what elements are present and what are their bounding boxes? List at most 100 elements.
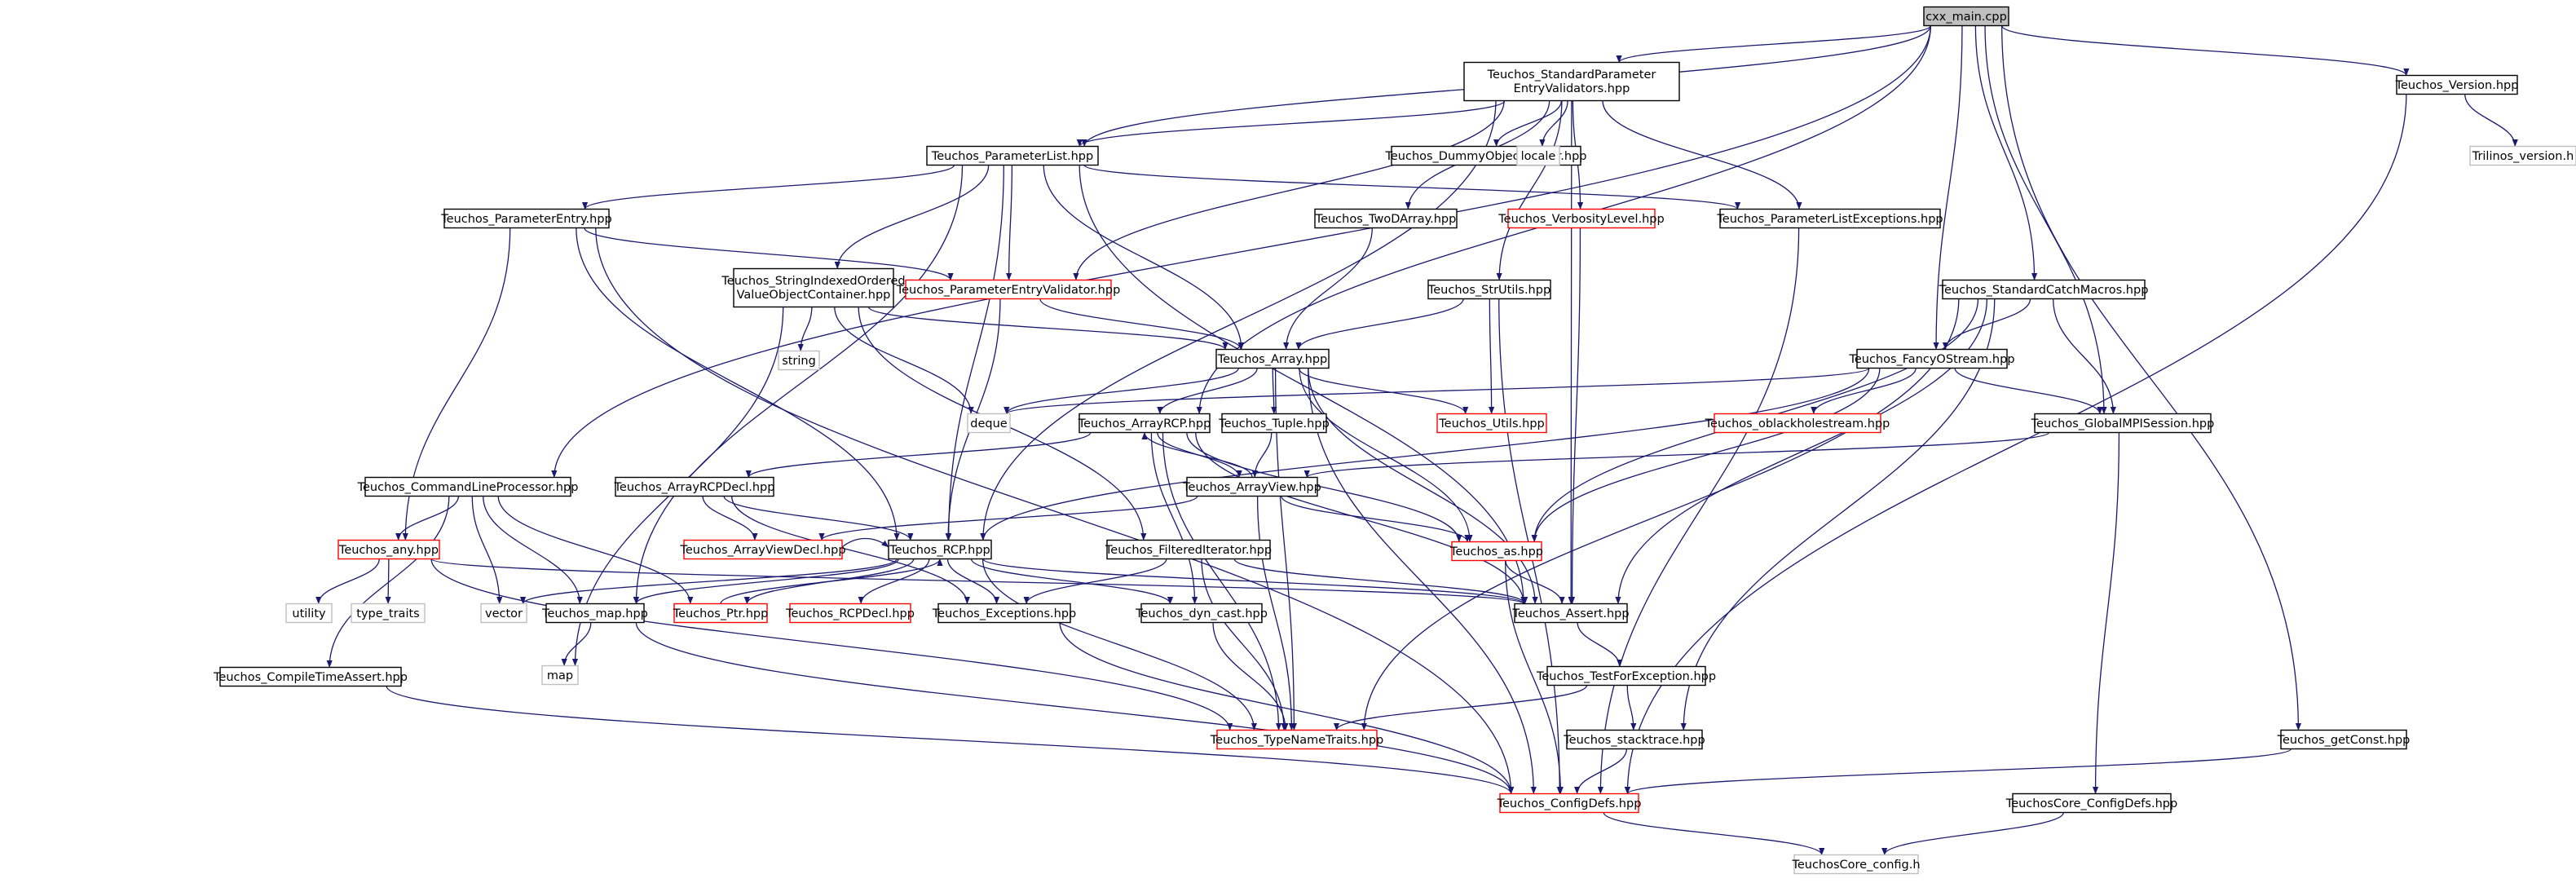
node-box: [1140, 603, 1263, 624]
node-verbosity[interactable]: Teuchos_VerbosityLevel.hpp: [1498, 208, 1665, 229]
node-box: [2012, 792, 2172, 814]
node-label: Teuchos_stacktrace.hpp: [1563, 734, 1705, 747]
node-pev[interactable]: Teuchos_ParameterEntryValidator.hpp: [896, 279, 1121, 300]
node-label: locale: [1521, 150, 1556, 163]
node-oblackhole[interactable]: Teuchos_oblackholestream.hpp: [1705, 413, 1890, 434]
node-rcp[interactable]: Teuchos_RCP.hpp: [888, 539, 992, 560]
edge-array-to-tuple: [1271, 368, 1277, 414]
node-label: Teuchos_ArrayViewDecl.hpp: [679, 544, 845, 557]
node-utility[interactable]: utility: [285, 603, 333, 624]
node-box: [1215, 348, 1330, 369]
node-ptr[interactable]: Teuchos_Ptr.hpp: [673, 603, 769, 624]
edge-arrayview-to-avdecl: [818, 495, 1198, 541]
node-strutils[interactable]: Teuchos_StrUtils.hpp: [1427, 279, 1551, 300]
node-cxx_main[interactable]: cxx_main.cpp: [1923, 6, 2009, 27]
node-cta[interactable]: Teuchos_CompileTimeAssert.hpp: [213, 666, 408, 687]
edge-assert-to-tfe: [1577, 622, 1623, 667]
node-array[interactable]: Teuchos_Array.hpp: [1215, 348, 1330, 369]
node-box: [937, 603, 1071, 624]
edge-clp-to-cta: [326, 496, 450, 668]
edge-arcpdecl-to-avdecl: [702, 496, 758, 541]
node-box: [1499, 792, 1639, 814]
node-twod[interactable]: Teuchos_TwoDArray.hpp: [1314, 208, 1458, 229]
node-version[interactable]: Teuchos_Version.hpp: [2395, 74, 2519, 95]
node-label: Teuchos_FilteredIterator.hpp: [1105, 544, 1272, 557]
node-rcpdecl[interactable]: Teuchos_RCPDecl.hpp: [785, 603, 915, 624]
edge-as-to-configdefs: [1505, 560, 1564, 794]
edge-catch-to-stacktrace: [1680, 298, 1996, 731]
node-trilinos_version[interactable]: Trilinos_version.h: [2469, 145, 2576, 166]
node-label: vector: [485, 607, 523, 620]
node-vector[interactable]: vector: [480, 603, 527, 624]
node-label: Teuchos_RCPDecl.hpp: [785, 607, 915, 620]
edge-stacktrace-to-configdefs: [1574, 748, 1628, 794]
node-box: [351, 603, 426, 624]
node-getconst[interactable]: Teuchos_getConst.hpp: [2277, 729, 2411, 750]
node-utils[interactable]: Teuchos_Utils.hpp: [1436, 413, 1547, 434]
edge-cxx_main-to-spev: [1616, 24, 1931, 64]
node-box: [1463, 61, 1680, 102]
node-label: Teuchos_TestForException.hpp: [1536, 670, 1716, 683]
edge-arcpdecl-to-exceptions: [730, 496, 970, 604]
node-arcpdecl[interactable]: Teuchos_ArrayRCPDecl.hpp: [614, 476, 775, 497]
node-deque[interactable]: deque: [967, 413, 1011, 434]
node-stdmap[interactable]: map: [541, 664, 579, 686]
node-fancy[interactable]: Teuchos_FancyOStream.hpp: [1848, 348, 2015, 369]
node-string[interactable]: string: [778, 350, 820, 371]
edge-paramlist-to-paramentry: [582, 164, 955, 210]
node-configdefs[interactable]: Teuchos_ConfigDefs.hpp: [1497, 792, 1642, 814]
node-avdecl[interactable]: Teuchos_ArrayViewDecl.hpp: [679, 539, 846, 560]
node-dyncast[interactable]: Teuchos_dyn_cast.hpp: [1135, 603, 1268, 624]
node-box: [1106, 539, 1271, 560]
edge-filtered-to-exceptions: [1023, 558, 1167, 604]
node-locale[interactable]: locale: [1516, 145, 1560, 166]
edge-sioc-to-deque: [834, 307, 974, 414]
edge-as-to-assert: [1505, 560, 1565, 604]
node-box: [1216, 729, 1378, 750]
node-box: [1078, 413, 1211, 434]
node-box: [1427, 279, 1551, 300]
node-stacktrace[interactable]: Teuchos_stacktrace.hpp: [1563, 729, 1705, 750]
node-label: Teuchos_ParameterEntryValidator.hpp: [896, 284, 1121, 297]
edge-coreconfigdefs-to-coreconfig: [1881, 812, 2064, 855]
node-type_traits[interactable]: type_traits: [351, 603, 426, 624]
node-exceptions[interactable]: Teuchos_Exceptions.hpp: [932, 603, 1076, 624]
node-label: map: [547, 669, 573, 682]
edge-rcp-to-vector: [520, 558, 898, 605]
node-paramlist[interactable]: Teuchos_ParameterList.hpp: [926, 145, 1099, 166]
node-as[interactable]: Teuchos_as.hpp: [1449, 541, 1543, 562]
node-assert[interactable]: Teuchos_Assert.hpp: [1511, 603, 1630, 624]
node-box: [337, 539, 440, 560]
node-label: Teuchos_RCP.hpp: [889, 544, 990, 557]
edge-spev-to-plexc: [1602, 100, 1802, 210]
node-map[interactable]: Teuchos_map.hpp: [541, 603, 648, 624]
edge-array-to-as: [1299, 368, 1473, 542]
node-typename[interactable]: Teuchos_TypeNameTraits.hpp: [1210, 729, 1383, 750]
node-tfe[interactable]: Teuchos_TestForException.hpp: [1536, 665, 1716, 687]
edge-array-to-utils: [1298, 368, 1469, 414]
edge-any-to-typename: [430, 558, 1233, 731]
node-globalmpi[interactable]: Teuchos_GlobalMPISession.hpp: [2031, 413, 2215, 434]
node-box: [926, 145, 1099, 166]
node-coreconfig[interactable]: TeuchosCore_config.h: [1791, 854, 1921, 875]
node-box: [2280, 729, 2407, 750]
node-clp[interactable]: Teuchos_CommandLineProcessor.hpp: [357, 476, 579, 497]
node-arrayview[interactable]: Teuchos_ArrayView.hpp: [1182, 476, 1321, 497]
edge-paramentry-to-pev: [584, 227, 954, 280]
edge-arrayrcp-to-arcpdecl: [745, 431, 1092, 479]
node-label: Teuchos_ArrayRCP.hpp: [1078, 417, 1211, 430]
edge-exceptions-to-configdefs: [1059, 622, 1515, 794]
edge-paramlist-to-plexc: [1083, 164, 1740, 210]
node-coreconfigdefs[interactable]: TeuchosCore_ConfigDefs.hpp: [2005, 792, 2177, 814]
edge-cta-to-configdefs: [386, 686, 1515, 794]
node-filtered[interactable]: Teuchos_FilteredIterator.hpp: [1105, 539, 1272, 560]
node-arrayrcp[interactable]: Teuchos_ArrayRCP.hpp: [1078, 413, 1211, 434]
node-any[interactable]: Teuchos_any.hpp: [337, 539, 440, 560]
node-tuple[interactable]: Teuchos_Tuple.hpp: [1218, 413, 1330, 434]
node-paramentry[interactable]: Teuchos_ParameterEntry.hpp: [440, 208, 612, 229]
node-plexc[interactable]: Teuchos_ParameterListExceptions.hpp: [1716, 208, 1943, 229]
node-catch[interactable]: Teuchos_StandardCatchMacros.hpp: [1939, 279, 2149, 300]
